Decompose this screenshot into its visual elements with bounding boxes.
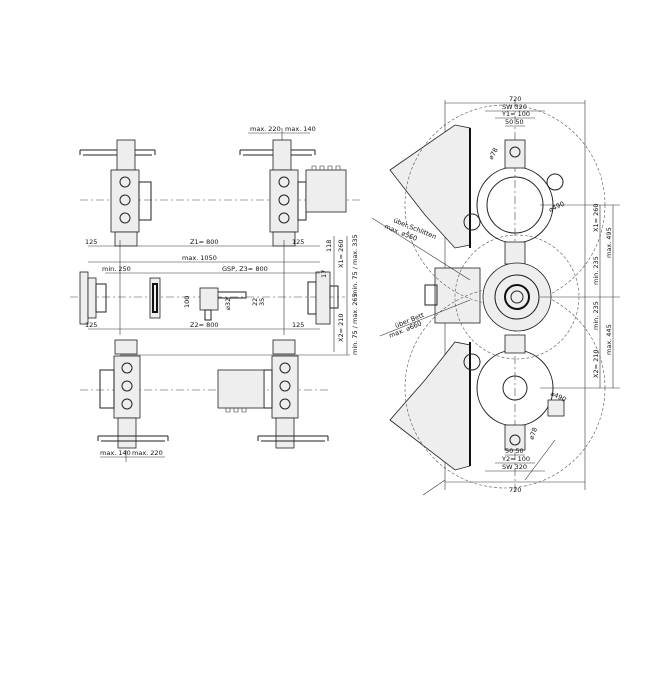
dim-bottom-max-220: max. 220 xyxy=(132,449,163,457)
lower-left-turret xyxy=(97,339,169,449)
dim-width-top: 720 xyxy=(509,95,521,103)
boring-tool xyxy=(199,287,247,321)
dim-min-235-a: min. 235 xyxy=(592,256,600,285)
dim-100: 100 xyxy=(183,296,191,308)
dim-width-bottom: 720 xyxy=(509,486,521,494)
dim-125-d: 125 xyxy=(292,321,304,329)
dim-50-50-bottom: 50 50 xyxy=(505,447,524,455)
front-view: 720 SW 320 Y1= 100 50 50 ⌀78 ⌀490 X1= 26… xyxy=(371,95,620,496)
dim-125-a: 125 xyxy=(85,238,97,246)
dim-y2: Y2= 100 xyxy=(501,455,530,463)
dim-z2: Z2= 800 xyxy=(190,321,219,329)
dim-z1: Z1= 800 xyxy=(190,238,219,246)
dim-dia-490-top: ⌀490 xyxy=(547,200,565,214)
dim-x2: X2= 210 xyxy=(592,349,600,378)
dim-22: 22 xyxy=(251,298,259,306)
dim-min-250: min. 250 xyxy=(102,265,131,273)
dim-x1-range: min. 75 / max. 335 xyxy=(351,234,359,296)
dim-x1: X1= 260 xyxy=(337,239,345,268)
side-view: max. 220 max. 140 125 Z1= 800 125 max. 1… xyxy=(70,125,360,462)
dim-max-495: max. 495 xyxy=(605,227,613,258)
lower-right-turret xyxy=(217,339,329,449)
dim-bottom-max-140: max. 140 xyxy=(100,449,131,457)
tailstock-chuck xyxy=(307,271,339,325)
center-chuck xyxy=(149,277,161,319)
dim-35: 35 xyxy=(258,298,266,306)
dim-max-1050: max. 1050 xyxy=(182,254,217,262)
side-dimensions xyxy=(88,128,350,462)
dim-top-max-140: max. 140 xyxy=(285,125,316,133)
left-chuck xyxy=(79,271,107,325)
dim-gsp-z3: GSP, Z3= 800 xyxy=(222,265,268,273)
dim-x2-range: min. 75 / max. 265 xyxy=(351,293,359,355)
dim-top-max-220: max. 220 xyxy=(250,125,281,133)
dim-118: 118 xyxy=(325,240,333,252)
dim-sw-top: SW 320 xyxy=(502,103,527,111)
lower-turret-disc xyxy=(463,334,565,451)
dim-sw-bottom: SW 320 xyxy=(502,463,527,471)
dim-max-445: max. 445 xyxy=(605,324,613,355)
dim-125-b: 125 xyxy=(292,238,304,246)
dim-17: 17 xyxy=(320,270,328,278)
dim-min-235-b: min. 235 xyxy=(592,301,600,330)
dim-125-c: 125 xyxy=(85,321,97,329)
dim-50-50-top: 50 50 xyxy=(505,118,524,126)
upper-turret-disc xyxy=(463,139,564,265)
lower-slide xyxy=(389,341,471,471)
dim-x1: X1= 260 xyxy=(592,203,600,232)
dim-dia-78-bottom: ⌀78 xyxy=(527,426,539,440)
dim-x2: X2= 210 xyxy=(337,313,345,342)
dim-dia-78-top: ⌀78 xyxy=(487,146,500,161)
upper-left-turret xyxy=(79,139,156,247)
dim-y1: Y1= 100 xyxy=(501,110,530,118)
dim-dia-32: ⌀32 xyxy=(224,298,232,310)
upper-right-turret xyxy=(239,139,347,247)
